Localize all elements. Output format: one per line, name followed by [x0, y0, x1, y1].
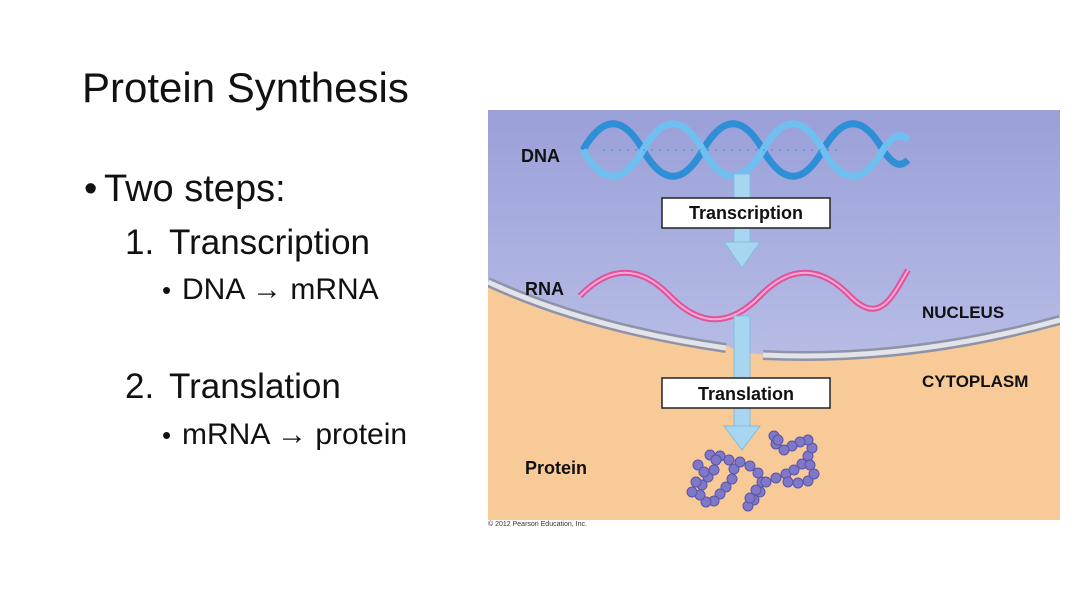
- translation-box: [661, 377, 831, 409]
- rna-strand-highlight: [579, 269, 909, 321]
- bullet-dot: •: [162, 420, 172, 450]
- translation-box-label: Translation: [698, 384, 794, 404]
- amino-acid-bead: [770, 472, 782, 484]
- step-number: 1.: [125, 223, 155, 262]
- amino-acid-bead: [760, 476, 772, 488]
- nucleus-label: NUCLEUS: [922, 303, 1004, 322]
- step-1: 1. Transcription: [125, 223, 370, 263]
- amino-acid-bead: [698, 466, 710, 478]
- bullet-dot: •: [162, 275, 172, 305]
- amino-acid-bead: [804, 459, 816, 471]
- amino-acid-bead: [700, 496, 712, 508]
- rna-label: RNA: [525, 279, 564, 299]
- protein-label: Protein: [525, 458, 587, 478]
- amino-acid-bead: [788, 464, 800, 476]
- amino-acid-bead: [692, 459, 704, 471]
- amino-acid-bead: [808, 468, 820, 480]
- amino-acid-bead: [686, 486, 698, 498]
- protein-chain: [686, 430, 820, 512]
- step-detail-text: mRNA → protein: [182, 418, 408, 451]
- step-label: Transcription: [169, 223, 370, 262]
- copyright-credit: © 2012 Pearson Education, Inc.: [488, 521, 587, 528]
- amino-acid-bead: [708, 464, 720, 476]
- amino-acid-bead: [752, 467, 764, 479]
- transcription-box: [661, 197, 831, 229]
- amino-acid-bead: [772, 434, 784, 446]
- bullet-two-steps: •Two steps:: [84, 168, 286, 211]
- step-2-detail: • mRNA → protein: [162, 418, 407, 452]
- step-2: 2. Translation: [125, 367, 341, 407]
- amino-acid-bead: [744, 460, 756, 472]
- amino-acid-bead: [792, 477, 804, 489]
- cytoplasm-label: CYTOPLASM: [922, 372, 1028, 391]
- bullet-dot: •: [84, 168, 98, 210]
- amino-acid-bead: [726, 473, 738, 485]
- amino-acid-bead: [710, 454, 722, 466]
- amino-acid-bead: [720, 481, 732, 493]
- amino-acid-bead: [690, 476, 702, 488]
- bullet-text: Two steps:: [104, 168, 286, 210]
- amino-acid-bead: [778, 444, 790, 456]
- step-label: Translation: [169, 367, 341, 406]
- amino-acid-bead: [744, 492, 756, 504]
- dna-label: DNA: [521, 146, 560, 166]
- amino-acid-bead: [714, 488, 726, 500]
- amino-acid-bead: [734, 456, 746, 468]
- nuclear-membrane-right-inner: [762, 317, 1060, 359]
- step-1-detail: • DNA → mRNA: [162, 273, 379, 307]
- amino-acid-bead: [782, 476, 794, 488]
- transcription-box-label: Transcription: [689, 203, 803, 223]
- step-number: 2.: [125, 367, 155, 406]
- amino-acid-bead: [723, 454, 735, 466]
- amino-acid-bead: [802, 475, 814, 487]
- slide-title: Protein Synthesis: [82, 64, 409, 111]
- amino-acid-bead: [750, 484, 762, 496]
- protein-synthesis-figure: Transcription Translation DNA RNA NUCLEU…: [488, 110, 1060, 520]
- step-detail-text: DNA → mRNA: [182, 273, 379, 306]
- nuclear-membrane-left-inner: [488, 279, 727, 351]
- dna-helix: [579, 120, 911, 180]
